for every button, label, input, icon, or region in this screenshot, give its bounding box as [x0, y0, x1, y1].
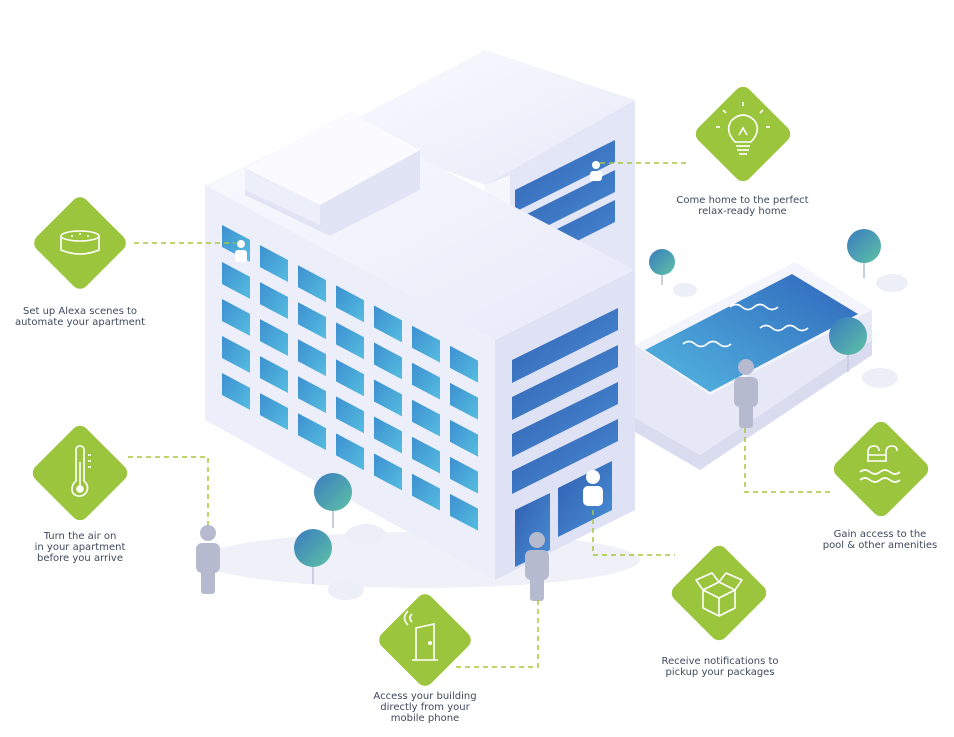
- caption-line: Access your building: [373, 691, 477, 702]
- facade-window: [374, 453, 402, 491]
- tree: [649, 249, 697, 297]
- person-figure: [196, 525, 220, 594]
- tree: [829, 317, 898, 388]
- caption-packages: Receive notifications to pickup your pac…: [645, 656, 795, 678]
- trees: [294, 229, 908, 600]
- facade-window: [412, 473, 440, 511]
- facade-window: [412, 436, 440, 474]
- facade-window: [298, 339, 326, 377]
- tree: [847, 229, 908, 292]
- feature-badge-amenities: [833, 421, 929, 517]
- facade-window: [412, 362, 440, 400]
- facade-window: [412, 399, 440, 437]
- connector-amenities: [744, 428, 830, 493]
- facade-window: [374, 379, 402, 417]
- facade-window: [260, 282, 288, 319]
- caption-line: in your apartment: [34, 542, 126, 553]
- facade-window: [298, 376, 326, 414]
- facade-window: [298, 413, 326, 451]
- facade-window: [450, 456, 478, 494]
- pool-waves: [682, 303, 809, 348]
- facade-window: [298, 265, 326, 303]
- light-bulb-icon: [716, 102, 770, 155]
- feature-badges: [32, 86, 929, 686]
- left-facade-windows: [222, 225, 478, 531]
- person-in-window: [590, 161, 602, 181]
- caption-line: automate your apartment: [14, 317, 146, 328]
- facade-window: [336, 433, 364, 471]
- people: [196, 161, 758, 601]
- facade-window: [336, 285, 364, 323]
- tree: [294, 529, 364, 600]
- facade-window: [260, 319, 288, 356]
- caption-line: relax-ready home: [698, 206, 787, 217]
- caption-line: Set up Alexa scenes to: [22, 306, 138, 317]
- facade-window: [260, 356, 288, 393]
- caption-alexa: Set up Alexa scenes to automate your apa…: [5, 306, 155, 328]
- facade-window: [374, 342, 402, 380]
- right-facade-windows: [512, 308, 618, 567]
- caption-line: mobile phone: [390, 713, 460, 724]
- pool: [635, 262, 872, 470]
- facade-window: [336, 359, 364, 397]
- facade-window: [222, 336, 250, 373]
- facade-window: [222, 299, 250, 336]
- pool-ladder-icon: [859, 445, 901, 483]
- facade-window: [374, 305, 402, 343]
- facade-window: [450, 345, 478, 383]
- facade-window: [336, 396, 364, 434]
- connector-packages: [592, 510, 675, 556]
- tree: [314, 473, 386, 546]
- person-in-window: [583, 470, 603, 506]
- person-in-window: [235, 240, 247, 262]
- person-figure: [734, 359, 758, 428]
- facade-window: [222, 373, 250, 410]
- facade-window: [412, 325, 440, 363]
- facade-window: [260, 393, 288, 430]
- feature-badge-lighting: [695, 86, 791, 182]
- caption-line: Receive notifications to: [661, 656, 779, 667]
- connector-climate: [128, 456, 209, 525]
- facade-window: [336, 322, 364, 360]
- caption-line: Gain access to the: [833, 529, 927, 540]
- caption-line: Come home to the perfect: [676, 195, 809, 206]
- feature-badge-access: [379, 594, 471, 686]
- caption-access: Access your building directly from your …: [360, 691, 490, 724]
- facade-window: [298, 302, 326, 340]
- facade-window: [374, 416, 402, 454]
- feature-badge-packages: [671, 545, 767, 641]
- caption-line: pickup your packages: [665, 667, 775, 678]
- facade-window: [450, 493, 478, 531]
- facade-window: [260, 245, 288, 282]
- caption-line: Turn the air on: [43, 531, 117, 542]
- caption-line: pool & other amenities: [822, 540, 938, 551]
- connectors: [128, 162, 830, 668]
- smart-door-icon: [403, 610, 438, 661]
- caption-climate: Turn the air on in your apartment before…: [15, 531, 145, 564]
- caption-amenities: Gain access to the pool & other amenitie…: [810, 529, 950, 551]
- caption-lighting: Come home to the perfect relax-ready hom…: [665, 195, 820, 217]
- facade-window: [450, 382, 478, 420]
- feature-badge-alexa: [34, 197, 126, 289]
- caption-line: directly from your: [380, 702, 470, 713]
- caption-line: before you arrive: [37, 553, 123, 564]
- connector-access: [455, 600, 539, 668]
- feature-badge-climate: [32, 425, 128, 521]
- facade-window: [222, 262, 250, 299]
- smart-speaker-icon: [60, 230, 100, 255]
- facade-window: [450, 419, 478, 457]
- package-box-icon: [695, 572, 743, 617]
- building-door: [515, 493, 550, 567]
- thermometer-icon: [71, 445, 91, 497]
- person-figure: [525, 532, 549, 601]
